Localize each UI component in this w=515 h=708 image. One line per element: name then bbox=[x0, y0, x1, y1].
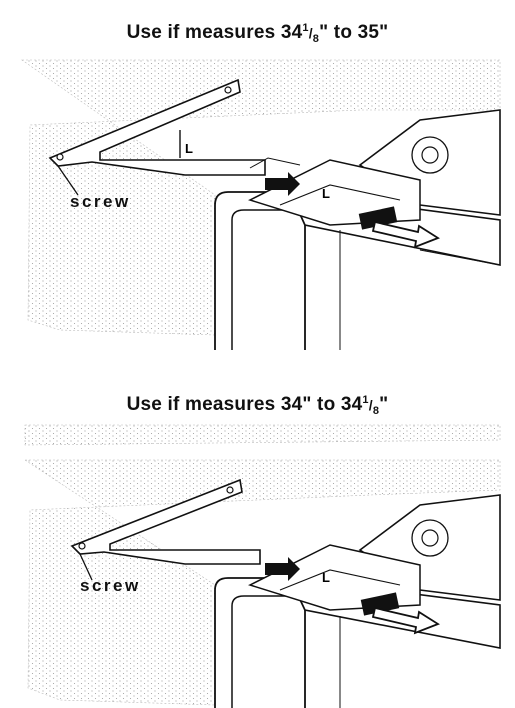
screw-hole bbox=[56, 153, 64, 161]
screw-hole bbox=[226, 486, 234, 494]
illustration-1: L L bbox=[21, 59, 501, 350]
counter-background bbox=[23, 424, 501, 706]
diagram-panel-2: Use if measures 34" to 341/8" bbox=[0, 380, 515, 708]
fraction-denominator: 8 bbox=[372, 405, 380, 417]
panel-1-heading: Use if measures 341/8" to 35" bbox=[0, 22, 515, 45]
heading-suffix: " bbox=[379, 394, 389, 415]
slide-arrow bbox=[371, 220, 440, 249]
screw-hole bbox=[224, 86, 232, 94]
fraction-numerator: 1 bbox=[302, 22, 309, 34]
heading-text: Use if measures 34 bbox=[126, 22, 303, 43]
fraction-slash: / bbox=[308, 25, 313, 41]
appliance-tray: L bbox=[248, 109, 501, 230]
diagram-panel-1: Use if measures 341/8" to 35" L bbox=[0, 22, 515, 350]
screw-label: screw bbox=[70, 192, 131, 211]
illustration-2: L bbox=[23, 424, 501, 708]
counter-background bbox=[21, 59, 501, 336]
appliance-tray: L bbox=[248, 494, 501, 616]
insert-arrow bbox=[265, 172, 300, 196]
panel-2-heading: Use if measures 34" to 341/8" bbox=[0, 394, 515, 417]
tray-letter: L bbox=[322, 186, 330, 201]
tab-slot bbox=[358, 206, 398, 230]
fraction: 1/8 bbox=[362, 394, 379, 417]
fraction-numerator: 1 bbox=[362, 394, 369, 406]
insert-arrow bbox=[265, 557, 300, 581]
tray-letter: L bbox=[322, 570, 330, 585]
tab-slot bbox=[360, 592, 400, 616]
heading-text: Use if measures 34" to 34 bbox=[126, 394, 363, 415]
slide-arrow bbox=[371, 606, 440, 635]
screw-label: screw bbox=[80, 576, 141, 595]
bracket-letter: L bbox=[185, 141, 193, 156]
screw-leader bbox=[57, 165, 79, 196]
heading-suffix: " to 35" bbox=[319, 22, 389, 43]
screw-hole bbox=[78, 542, 86, 550]
fraction: 1/8 bbox=[302, 22, 319, 45]
mounting-bracket bbox=[70, 478, 261, 565]
fraction-slash: / bbox=[368, 397, 373, 413]
screw-leader bbox=[79, 553, 93, 581]
fraction-denominator: 8 bbox=[312, 33, 320, 45]
